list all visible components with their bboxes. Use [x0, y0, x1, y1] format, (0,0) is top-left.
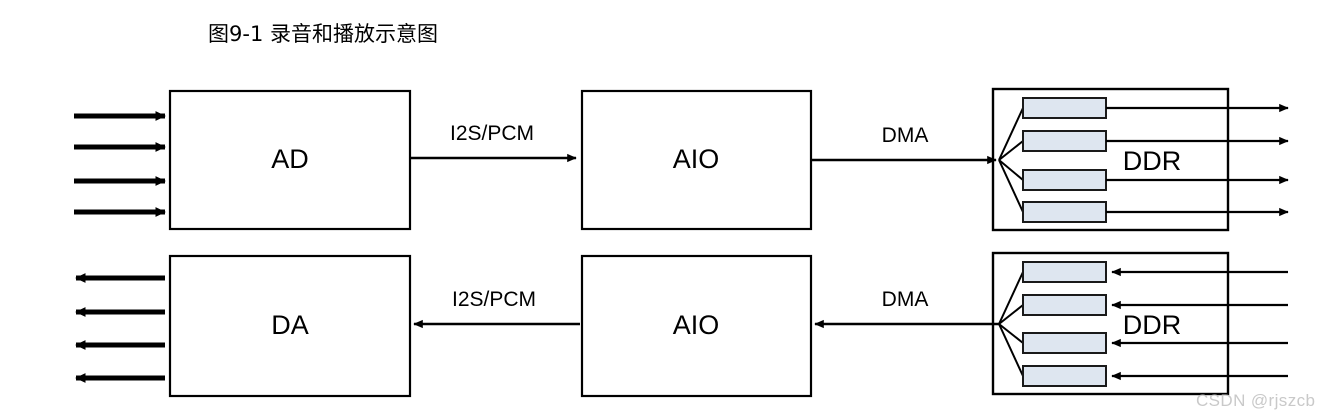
- edge-label-dma-bottom: DMA: [882, 288, 929, 311]
- ddr-bottom-fanout: [998, 271, 1024, 377]
- ddr-top-fanout-4: [998, 159, 1024, 213]
- ddr-top-output-arrows: [1106, 103, 1289, 217]
- edge-label-i2s-bottom: I2S/PCM: [452, 288, 536, 311]
- ddr-top-buffer-2[interactable]: [1022, 130, 1107, 152]
- ddr-top-buffer-4[interactable]: [1022, 201, 1107, 223]
- ddr-bottom-fanout-2: [998, 304, 1024, 325]
- block-aio-top[interactable]: [580, 89, 813, 231]
- ddr-bottom-fanout-4: [998, 323, 1024, 377]
- ddr-bottom-buffer-3[interactable]: [1022, 332, 1107, 354]
- block-ad[interactable]: [168, 89, 412, 231]
- block-da-label: DA: [271, 310, 309, 340]
- block-da[interactable]: [168, 254, 412, 398]
- ddr-bottom-buffer-4[interactable]: [1022, 365, 1107, 387]
- edge-label-dma-top: DMA: [882, 124, 929, 147]
- ddr-bottom-buffers: [1022, 261, 1107, 387]
- ddr-bottom-fanout-1: [998, 271, 1024, 325]
- da-output-arrows: [75, 273, 165, 383]
- edge-label-i2s-top: I2S/PCM: [450, 122, 534, 145]
- block-ddr-bottom-label: DDR: [1123, 310, 1182, 340]
- ddr-top-buffer-3[interactable]: [1022, 169, 1107, 191]
- csdn-watermark: CSDN @rjszcb: [1196, 391, 1316, 410]
- ddr-bottom-fanout-3: [998, 323, 1024, 344]
- block-aio-bottom[interactable]: [580, 254, 813, 398]
- block-aio-bottom-label: AIO: [673, 310, 720, 340]
- ddr-top-fanout-2: [998, 140, 1024, 161]
- ddr-top-fanout-3: [998, 159, 1024, 181]
- figure-title: 图9-1 录音和播放示意图: [208, 22, 438, 46]
- block-ddr-top[interactable]: [991, 87, 1230, 232]
- ddr-bottom-buffer-2[interactable]: [1022, 294, 1107, 316]
- block-aio-top-label: AIO: [673, 144, 720, 174]
- block-ddr-top-label: DDR: [1123, 146, 1182, 176]
- block-ddr-bottom[interactable]: [991, 251, 1230, 396]
- ddr-top-buffer-1[interactable]: [1022, 97, 1107, 119]
- ddr-bottom-input-arrows: [1111, 267, 1288, 381]
- ddr-top-buffers: [1022, 97, 1107, 223]
- block-ad-label: AD: [271, 144, 309, 174]
- ddr-bottom-buffer-1[interactable]: [1022, 261, 1107, 283]
- ddr-top-fanout-1: [998, 107, 1024, 161]
- ddr-top-fanout: [998, 107, 1024, 213]
- ad-input-arrows: [74, 111, 166, 217]
